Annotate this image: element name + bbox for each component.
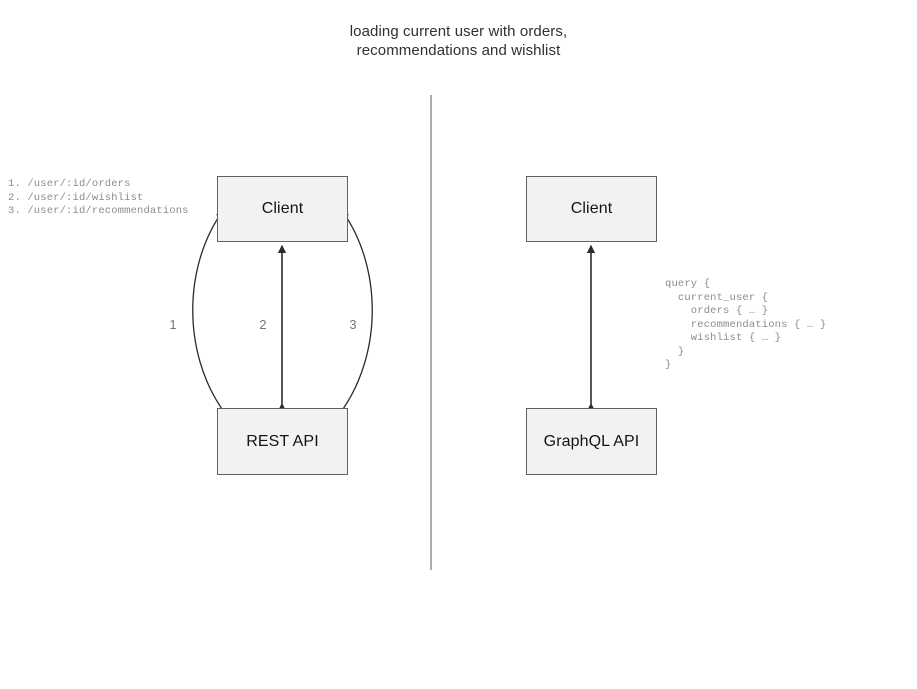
node-rest-client[interactable]: Client [217, 176, 348, 242]
edge-label-2: 2 [259, 317, 267, 332]
node-rest-api[interactable]: REST API [217, 408, 348, 475]
rest-endpoints-annotation: 1. /user/:id/orders 2. /user/:id/wishlis… [8, 178, 189, 217]
node-graphql-client[interactable]: Client [526, 176, 657, 242]
rest-edge-3-curve [336, 211, 373, 416]
edge-label-3: 3 [349, 317, 357, 332]
node-graphql-api[interactable]: GraphQL API [526, 408, 657, 475]
edge-label-1: 1 [169, 317, 177, 332]
graphql-query-annotation: query { current_user { orders { … } reco… [665, 278, 827, 371]
page-title: loading current user with orders, recomm… [349, 23, 568, 59]
rest-edge-1-curve [192, 211, 229, 416]
